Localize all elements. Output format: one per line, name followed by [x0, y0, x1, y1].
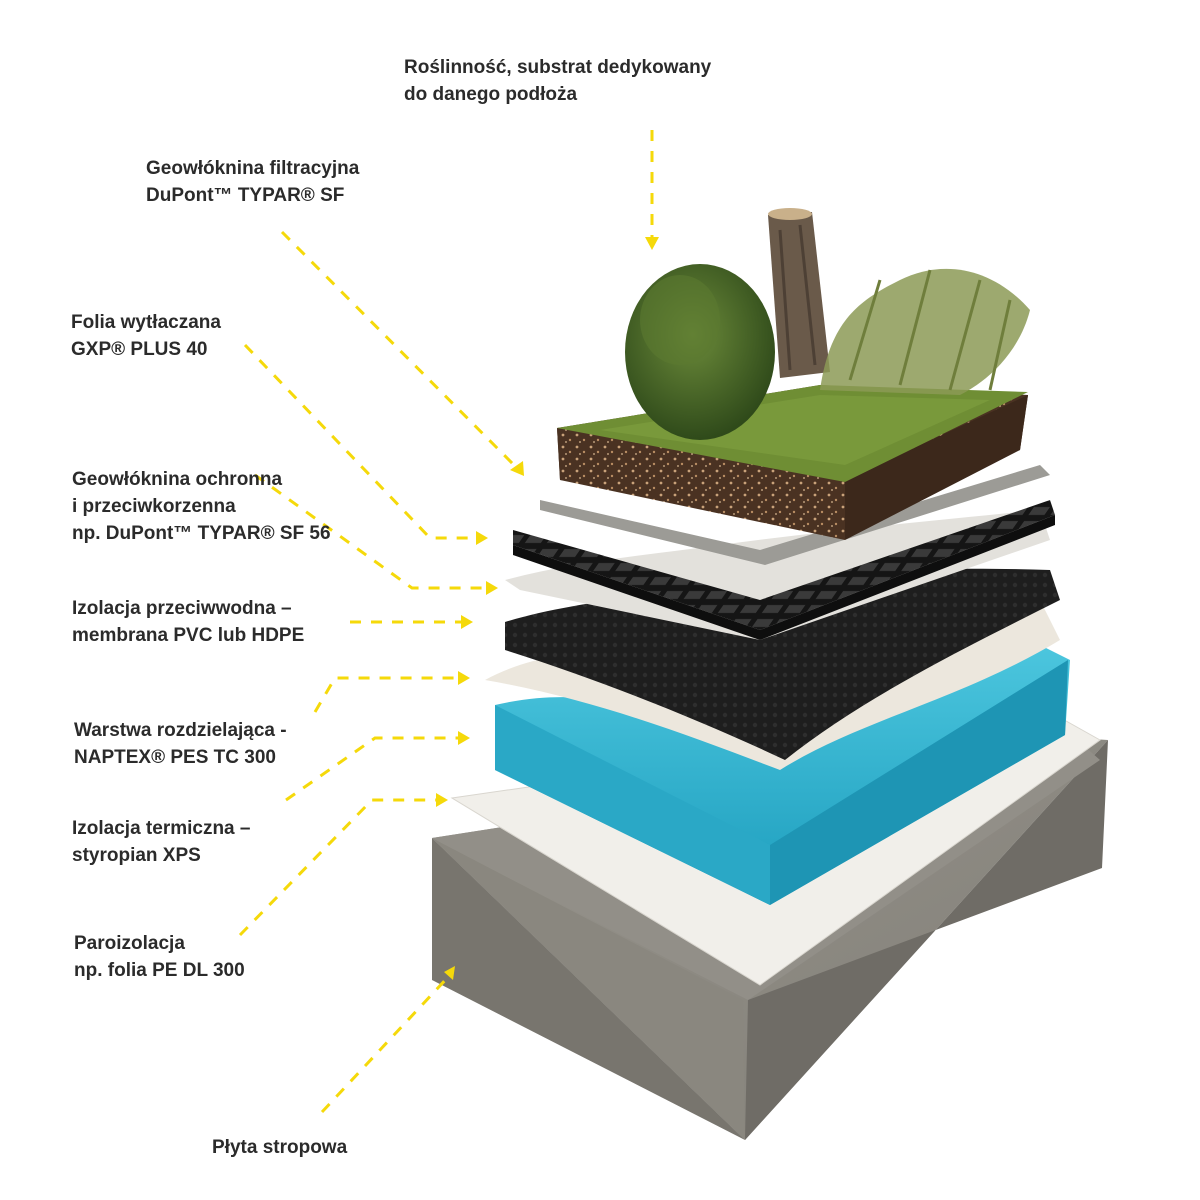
- label-thermal-insulation-line-2: styropian XPS: [72, 845, 201, 866]
- arrow-separation: [313, 676, 462, 713]
- label-waterproofing: Izolacja przeciwwodna – membrana PVC lub…: [72, 595, 304, 649]
- label-separation-layer-line-2: NAPTEX® PES TC 300: [74, 747, 276, 768]
- label-protective-geotextile-line-3: np. DuPont™ TYPAR® SF 56: [72, 523, 331, 544]
- label-vapor-barrier-line-1: Paroizolacja: [74, 933, 185, 954]
- label-thermal-insulation-line-1: Izolacja termiczna –: [72, 818, 251, 839]
- label-filter-geotextile: Geowłóknina filtracyjna DuPont™ TYPAR® S…: [146, 155, 359, 209]
- arrow-filter-geotextile: [280, 230, 517, 468]
- label-vapor-barrier-line-2: np. folia PE DL 300: [74, 960, 245, 981]
- label-protective-geotextile-line-2: i przeciwkorzenna: [72, 496, 236, 517]
- label-vegetation: Roślinność, substrat dedykowany do daneg…: [404, 54, 711, 108]
- label-vegetation-line-2: do danego podłoża: [404, 84, 578, 105]
- label-separation-layer-line-1: Warstwa rozdzielająca -: [74, 720, 287, 741]
- bush: [625, 264, 775, 440]
- label-waterproofing-line-1: Izolacja przeciwwodna –: [72, 598, 292, 619]
- arrow-heads: [436, 237, 659, 980]
- filter-geotextile-sheet: [540, 465, 1050, 565]
- label-separation-layer: Warstwa rozdzielająca - NAPTEX® PES TC 3…: [74, 717, 287, 771]
- label-ceiling-slab: Płyta stropowa: [212, 1134, 347, 1161]
- protective-geotextile-sheet: [505, 510, 1050, 640]
- label-protective-geotextile: Geowłóknina ochronna i przeciwkorzenna n…: [72, 466, 331, 547]
- label-vapor-barrier: Paroizolacja np. folia PE DL 300: [74, 930, 245, 984]
- label-extruded-foil-line-1: Folia wytłaczana: [71, 312, 221, 333]
- label-waterproofing-line-2: membrana PVC lub HDPE: [72, 625, 305, 646]
- label-protective-geotextile-line-1: Geowłóknina ochronna: [72, 469, 283, 490]
- label-filter-geotextile-line-1: Geowłóknina filtracyjna: [146, 158, 360, 179]
- arrow-slab: [320, 973, 452, 1114]
- label-thermal-insulation: Izolacja termiczna – styropian XPS: [72, 815, 250, 869]
- arrow-protective-geotextile: [254, 473, 490, 590]
- label-filter-geotextile-line-2: DuPont™ TYPAR® SF: [146, 185, 345, 206]
- leader-arrows: [238, 130, 654, 1114]
- label-vegetation-line-1: Roślinność, substrat dedykowany: [404, 57, 712, 78]
- arrow-extruded-foil: [243, 343, 480, 540]
- label-extruded-foil-line-2: GXP® PLUS 40: [71, 339, 208, 360]
- waterproofing-membrane: [505, 568, 1060, 760]
- arrow-vapor: [238, 798, 440, 937]
- arrow-thermal: [285, 736, 462, 802]
- herb-plants: [820, 268, 1030, 395]
- tree-stump: [768, 208, 830, 378]
- label-ceiling-slab-line-1: Płyta stropowa: [212, 1137, 348, 1158]
- drainage-foil: [513, 500, 1055, 640]
- label-extruded-foil: Folia wytłaczana GXP® PLUS 40: [71, 309, 221, 363]
